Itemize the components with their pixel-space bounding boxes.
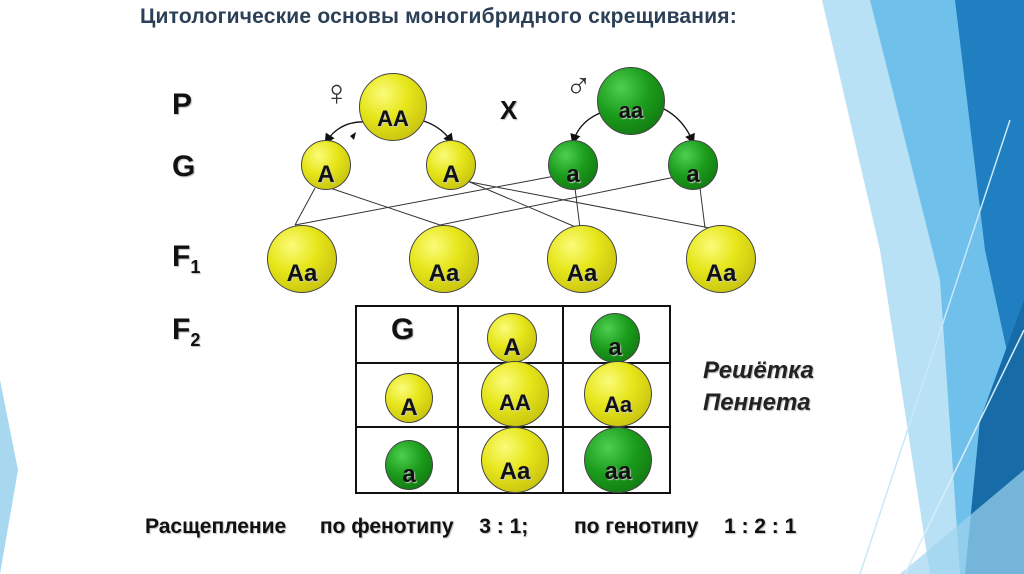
arrow-male-left (570, 111, 604, 145)
gamete-A-2: A (426, 140, 476, 190)
punnett-title-line1: Решётка (703, 357, 814, 384)
punnett-side-gamete-a: a (385, 440, 433, 490)
label-f2-letter: F (172, 313, 191, 346)
punnett-cell-Aa-1: Aa (584, 361, 652, 427)
punnett-divider-v2 (562, 305, 564, 494)
arrow-female-right (419, 119, 454, 145)
f1-Aa-4: Aa (686, 225, 756, 293)
genotype-label: по генотипу (573, 515, 699, 538)
deco-shape-dark (955, 0, 1024, 430)
punnett-title-line2: Пеннета (703, 389, 811, 416)
gamete-A-1: A (301, 140, 351, 190)
deco-line-2 (904, 329, 1024, 574)
line-ga2-f4 (699, 187, 706, 229)
segregation-label: Расщепление (145, 515, 287, 538)
phenotype-ratio: 3 : 1; (479, 515, 529, 538)
arrow-female-left (324, 121, 369, 145)
arrow-small (350, 132, 356, 140)
line-gA2-f4 (469, 181, 711, 229)
line-ga1-f3 (574, 187, 581, 229)
punnett-top-gamete-A: A (487, 313, 537, 363)
punnett-corner-label: G (391, 313, 415, 346)
parent-male-aa: aa (597, 67, 665, 135)
slide-title: Цитологические основы моногибридного скр… (140, 5, 737, 28)
f1-Aa-2: Aa (409, 225, 479, 293)
arrow-male-right (661, 107, 695, 145)
label-g: G (172, 150, 196, 183)
f1-Aa-1: Aa (267, 225, 337, 293)
punnett-title: Решётка Пеннета (703, 355, 814, 419)
cross-sign: X (500, 95, 518, 125)
line-gA1-f1 (294, 187, 316, 226)
deco-shape-left (0, 380, 18, 574)
punnett-top-gamete-a: a (590, 313, 640, 363)
label-f2-sub: 2 (190, 330, 201, 350)
line-gA2-f3 (464, 179, 579, 229)
line-ga1-f1 (294, 175, 556, 226)
deco-shape-bottom (900, 470, 1024, 574)
gamete-a-2: a (668, 140, 718, 190)
punnett-square (355, 305, 671, 494)
punnett-cell-AA: AA (481, 361, 549, 427)
label-f2: F2 (172, 313, 200, 351)
female-symbol-icon: ♀ (323, 72, 350, 113)
punnett-cell-Aa-2: Aa (481, 427, 549, 493)
segregation-summary: Расщепление по фенотипу 3 : 1; по геноти… (145, 515, 796, 539)
line-ga2-f2 (439, 175, 681, 226)
punnett-divider-v1 (457, 305, 459, 494)
line-gA1-f2 (329, 187, 441, 226)
label-f1-sub: 1 (190, 257, 201, 277)
male-symbol-icon: ♂ (565, 65, 592, 106)
genotype-ratio: 1 : 2 : 1 (723, 515, 797, 538)
phenotype-label: по фенотипу (319, 515, 454, 538)
label-p: P (172, 88, 193, 121)
parent-female-AA: AA (359, 73, 427, 141)
label-f1: F1 (172, 240, 200, 278)
label-f1-letter: F (172, 240, 191, 273)
punnett-side-gamete-A: A (385, 373, 433, 423)
deco-line-1 (859, 119, 1011, 574)
punnett-cell-aa: aa (584, 427, 652, 493)
gamete-a-1: a (548, 140, 598, 190)
f1-Aa-3: Aa (547, 225, 617, 293)
